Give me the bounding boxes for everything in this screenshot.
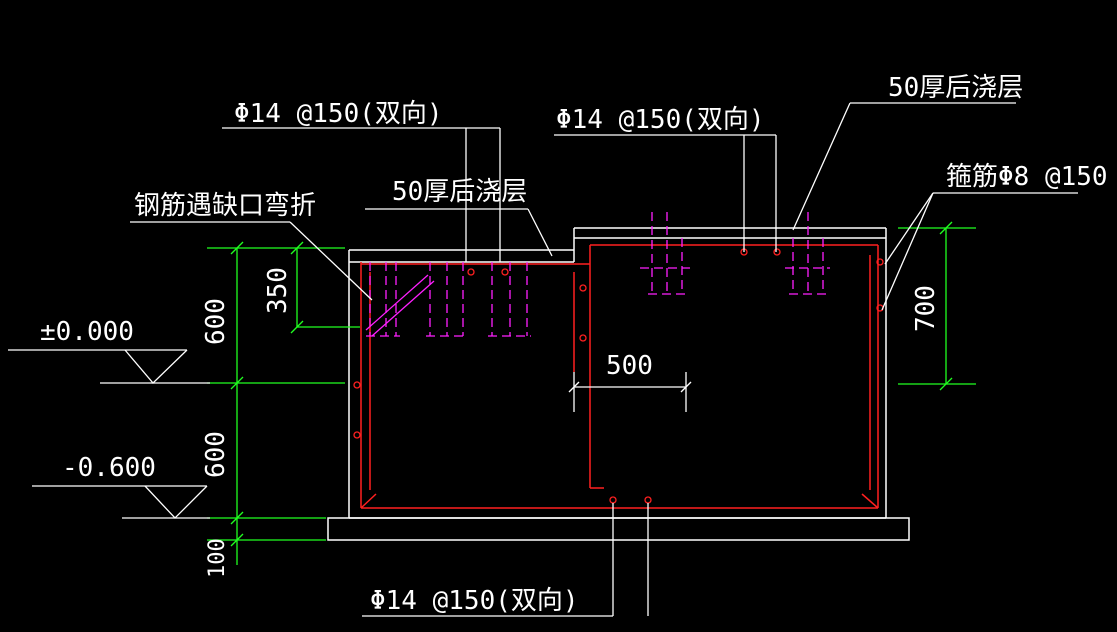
level-symbols: [8, 349, 210, 519]
label-rebar-top-mid: Φ14 @150(双向): [556, 105, 765, 135]
label-topping-mid: 50厚后浇层: [392, 177, 527, 207]
dim-350-text: 350: [263, 267, 293, 314]
dim-500-lines: [568, 372, 692, 412]
concrete-outline: [327, 227, 910, 541]
labels: Φ14 @150(双向) Φ14 @150(双向) 50厚后浇层 50厚后浇层 …: [40, 73, 1108, 616]
dim-500-text: 500: [606, 351, 653, 381]
dim-700-text: 700: [911, 285, 941, 332]
label-rebar-bottom: Φ14 @150(双向): [370, 586, 579, 616]
label-bend-note: 钢筋遇缺口弯折: [134, 191, 316, 221]
dowel-bars: [366, 212, 830, 337]
bent-bars: [365, 274, 435, 337]
label-rebar-top-left: Φ14 @150(双向): [234, 99, 443, 129]
rebar-lines: [360, 244, 879, 509]
dim-600-lower-text: 600: [201, 431, 231, 478]
label-stirrup: 箍筋Φ8 @150: [946, 162, 1108, 192]
label-topping-right: 50厚后浇层: [888, 73, 1023, 103]
dim-100-text: 100: [205, 538, 230, 578]
leader-lines: [130, 102, 1078, 617]
dim-600-upper-text: 600: [201, 298, 231, 345]
dimension-lines: [207, 221, 976, 565]
level-zero: ±0.000: [40, 317, 134, 347]
level-minus: -0.600: [62, 453, 156, 483]
